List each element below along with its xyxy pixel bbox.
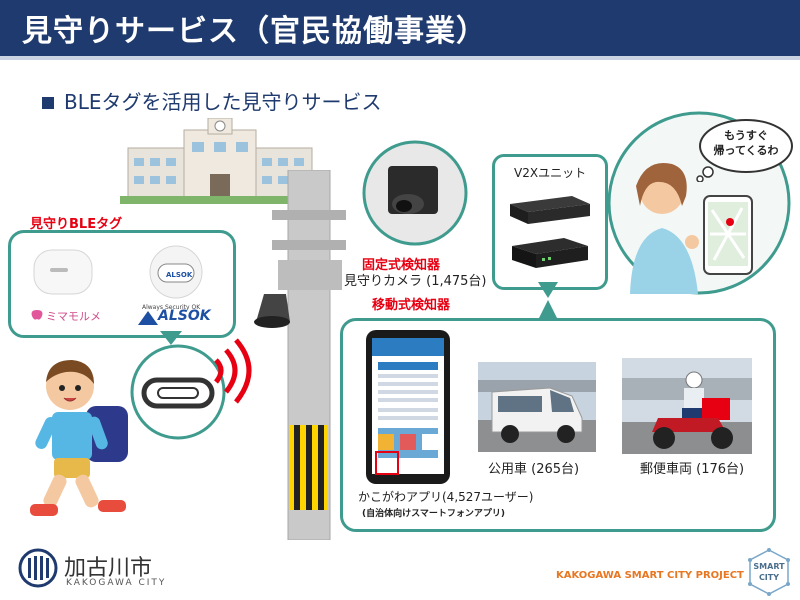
app-sublabel: (自治体向けスマートフォンアプリ) bbox=[362, 509, 505, 519]
signal-waves-icon bbox=[214, 338, 252, 404]
mobile-detector-title: 移動式検知器 bbox=[372, 298, 451, 313]
subtitle-text: BLEタグを活用した見守りサービス bbox=[64, 90, 382, 114]
city-name: 加古川市 bbox=[64, 556, 153, 581]
badge-line-1: SMART bbox=[753, 562, 785, 571]
speech-text: もうすぐ 帰ってくるわ bbox=[706, 128, 786, 158]
speech-line-1: もうすぐ bbox=[724, 129, 768, 142]
public-car-photo bbox=[478, 362, 596, 452]
postal-bike-photo bbox=[622, 358, 752, 454]
v2x-unit-box bbox=[492, 154, 608, 290]
ble-box-pointer bbox=[160, 331, 182, 345]
kakogawa-city-logo-icon bbox=[18, 548, 58, 588]
ble-tag-title: 見守りBLEタグ bbox=[30, 217, 123, 232]
fixed-detector-title: 固定式検知器 bbox=[362, 258, 441, 273]
utility-pole bbox=[272, 170, 346, 540]
project-name: KAKOGAWA SMART CITY PROJECT bbox=[556, 570, 744, 581]
camera-zoom-circle bbox=[362, 140, 468, 246]
alsok-brand: ALSOK bbox=[158, 308, 211, 324]
city-roman: KAKOGAWA CITY bbox=[66, 578, 167, 588]
v2x-pointer bbox=[538, 282, 558, 298]
page-title: 見守りサービス（官民協働事業） bbox=[22, 14, 487, 49]
header-divider bbox=[0, 56, 800, 60]
alsok-tag-icon: ALSOK bbox=[149, 245, 203, 299]
bullet-square-icon bbox=[42, 97, 54, 109]
speech-bubble bbox=[696, 119, 793, 182]
pole-camera-icon bbox=[254, 294, 290, 328]
badge-line-2: CITY bbox=[758, 573, 780, 582]
alsok-logo-icon bbox=[138, 311, 158, 325]
smart-city-badge-icon bbox=[748, 548, 790, 596]
public-car-label: 公用車 (265台) bbox=[488, 462, 580, 477]
mimamorume-tag-icon bbox=[33, 249, 93, 295]
postal-bike-label: 郵便車両 (176台) bbox=[640, 462, 745, 477]
mimamorume-brand: ミマモルメ bbox=[46, 310, 101, 323]
subtitle: BLEタグを活用した見守りサービス bbox=[42, 86, 382, 115]
app-label: かこがわアプリ(4,527ユーザー) bbox=[358, 490, 534, 504]
alsok-brand-sub: Always Security OK bbox=[142, 304, 201, 311]
camera-count-label: 見守りカメラ (1,475台) bbox=[344, 274, 487, 289]
v2x-title: V2Xユニット bbox=[514, 166, 587, 180]
mimamorume-logo-icon bbox=[31, 310, 43, 320]
bag-handle-circle bbox=[130, 344, 226, 440]
svg-text:ALSOK: ALSOK bbox=[166, 271, 193, 279]
mobile-box-pointer bbox=[538, 300, 558, 320]
smartphone-app-screen bbox=[366, 330, 450, 484]
header-bar bbox=[0, 0, 800, 56]
speech-line-2: 帰ってくるわ bbox=[713, 144, 779, 157]
child-illustration bbox=[30, 360, 128, 516]
v2x-device-icon bbox=[510, 196, 590, 268]
